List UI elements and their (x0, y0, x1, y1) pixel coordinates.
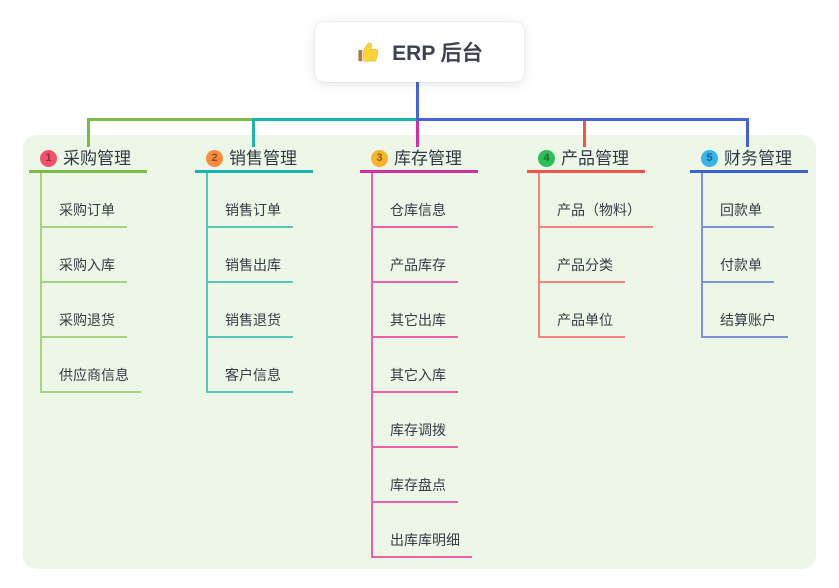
child-row: 销售订单 (208, 173, 313, 228)
canvas-panel (23, 135, 816, 569)
child-row: 其它入库 (373, 338, 478, 393)
child-node[interactable]: 客户信息 (208, 368, 293, 393)
child-row: 产品库存 (373, 228, 478, 283)
root-node[interactable]: ERP 后台 (315, 22, 524, 82)
child-node[interactable]: 产品（物料） (540, 203, 653, 228)
branch-label: 销售管理 (229, 148, 297, 168)
connector-line (416, 82, 419, 119)
child-row: 产品（物料） (540, 173, 653, 228)
child-row: 库存调拨 (373, 393, 478, 448)
child-node[interactable]: 产品库存 (373, 258, 458, 283)
child-node[interactable]: 销售订单 (208, 203, 293, 228)
branch-label: 采购管理 (63, 148, 131, 168)
branch-node-3: 3 库存管理仓库信息产品库存其它出库其它入库库存调拨库存盘点出库库明细 (360, 146, 478, 558)
child-node[interactable]: 回款单 (703, 203, 774, 228)
branch-label: 财务管理 (724, 148, 792, 168)
priority-badge: 2 (206, 149, 223, 167)
child-row: 仓库信息 (373, 173, 478, 228)
child-row: 其它出库 (373, 283, 478, 338)
child-row: 销售退货 (208, 283, 313, 338)
child-node[interactable]: 其它入库 (373, 368, 458, 393)
child-row: 客户信息 (208, 338, 313, 393)
child-node[interactable]: 其它出库 (373, 313, 458, 338)
child-node[interactable]: 销售退货 (208, 313, 293, 338)
connector-line (416, 118, 749, 121)
child-node[interactable]: 采购订单 (42, 203, 127, 228)
priority-badge: 3 (371, 149, 388, 167)
child-row: 付款单 (703, 228, 808, 283)
branch-node-2: 2 销售管理销售订单销售出库销售退货客户信息 (195, 146, 313, 393)
child-node[interactable]: 结算账户 (703, 313, 788, 338)
child-row: 结算账户 (703, 283, 808, 338)
priority-badge: 4 (538, 149, 555, 167)
child-row: 产品分类 (540, 228, 645, 283)
branch-label: 产品管理 (561, 148, 629, 168)
child-node[interactable]: 库存调拨 (373, 423, 458, 448)
child-node[interactable]: 供应商信息 (42, 368, 141, 393)
child-row: 供应商信息 (42, 338, 147, 393)
child-row: 采购订单 (42, 173, 147, 228)
child-row: 出库库明细 (373, 503, 478, 558)
child-row: 库存盘点 (373, 448, 478, 503)
child-node[interactable]: 采购退货 (42, 313, 127, 338)
branch-children: 采购订单采购入库采购退货供应商信息 (40, 173, 147, 393)
connector-line (746, 119, 749, 147)
child-node[interactable]: 出库库明细 (373, 533, 472, 558)
branch-header[interactable]: 2 销售管理 (195, 146, 313, 173)
child-node[interactable]: 销售出库 (208, 258, 293, 283)
child-node[interactable]: 库存盘点 (373, 478, 458, 503)
branch-header[interactable]: 1 采购管理 (29, 146, 147, 173)
child-row: 采购退货 (42, 283, 147, 338)
thumbs-up-icon (356, 39, 382, 65)
branch-children: 产品（物料） 产品分类产品单位 (538, 173, 653, 338)
branch-children: 回款单付款单结算账户 (701, 173, 808, 338)
child-node[interactable]: 付款单 (703, 258, 774, 283)
branch-header[interactable]: 3 库存管理 (360, 146, 478, 173)
child-node[interactable]: 产品分类 (540, 258, 625, 283)
branch-children: 销售订单销售出库销售退货客户信息 (206, 173, 313, 393)
branch-node-1: 1 采购管理采购订单采购入库采购退货供应商信息 (29, 146, 147, 393)
root-label: ERP 后台 (392, 42, 483, 65)
branch-node-4: 4 产品管理产品（物料） 产品分类产品单位 (527, 146, 653, 338)
child-row: 回款单 (703, 173, 808, 228)
child-row: 销售出库 (208, 228, 313, 283)
branch-children: 仓库信息产品库存其它出库其它入库库存调拨库存盘点出库库明细 (371, 173, 478, 558)
child-node[interactable]: 采购入库 (42, 258, 127, 283)
priority-badge: 5 (701, 149, 718, 167)
priority-badge: 1 (40, 149, 57, 167)
branch-label: 库存管理 (394, 148, 462, 168)
branch-node-5: 5 财务管理回款单付款单结算账户 (690, 146, 808, 338)
child-node[interactable]: 仓库信息 (373, 203, 458, 228)
branch-header[interactable]: 4 产品管理 (527, 146, 645, 173)
connector-line (583, 119, 586, 147)
child-row: 产品单位 (540, 283, 645, 338)
connector-line (416, 119, 419, 147)
connector-line (252, 119, 255, 147)
connector-line (87, 118, 252, 121)
connector-line (252, 118, 416, 121)
connector-line (87, 119, 90, 147)
child-node[interactable]: 产品单位 (540, 313, 625, 338)
child-row: 采购入库 (42, 228, 147, 283)
branch-header[interactable]: 5 财务管理 (690, 146, 808, 173)
